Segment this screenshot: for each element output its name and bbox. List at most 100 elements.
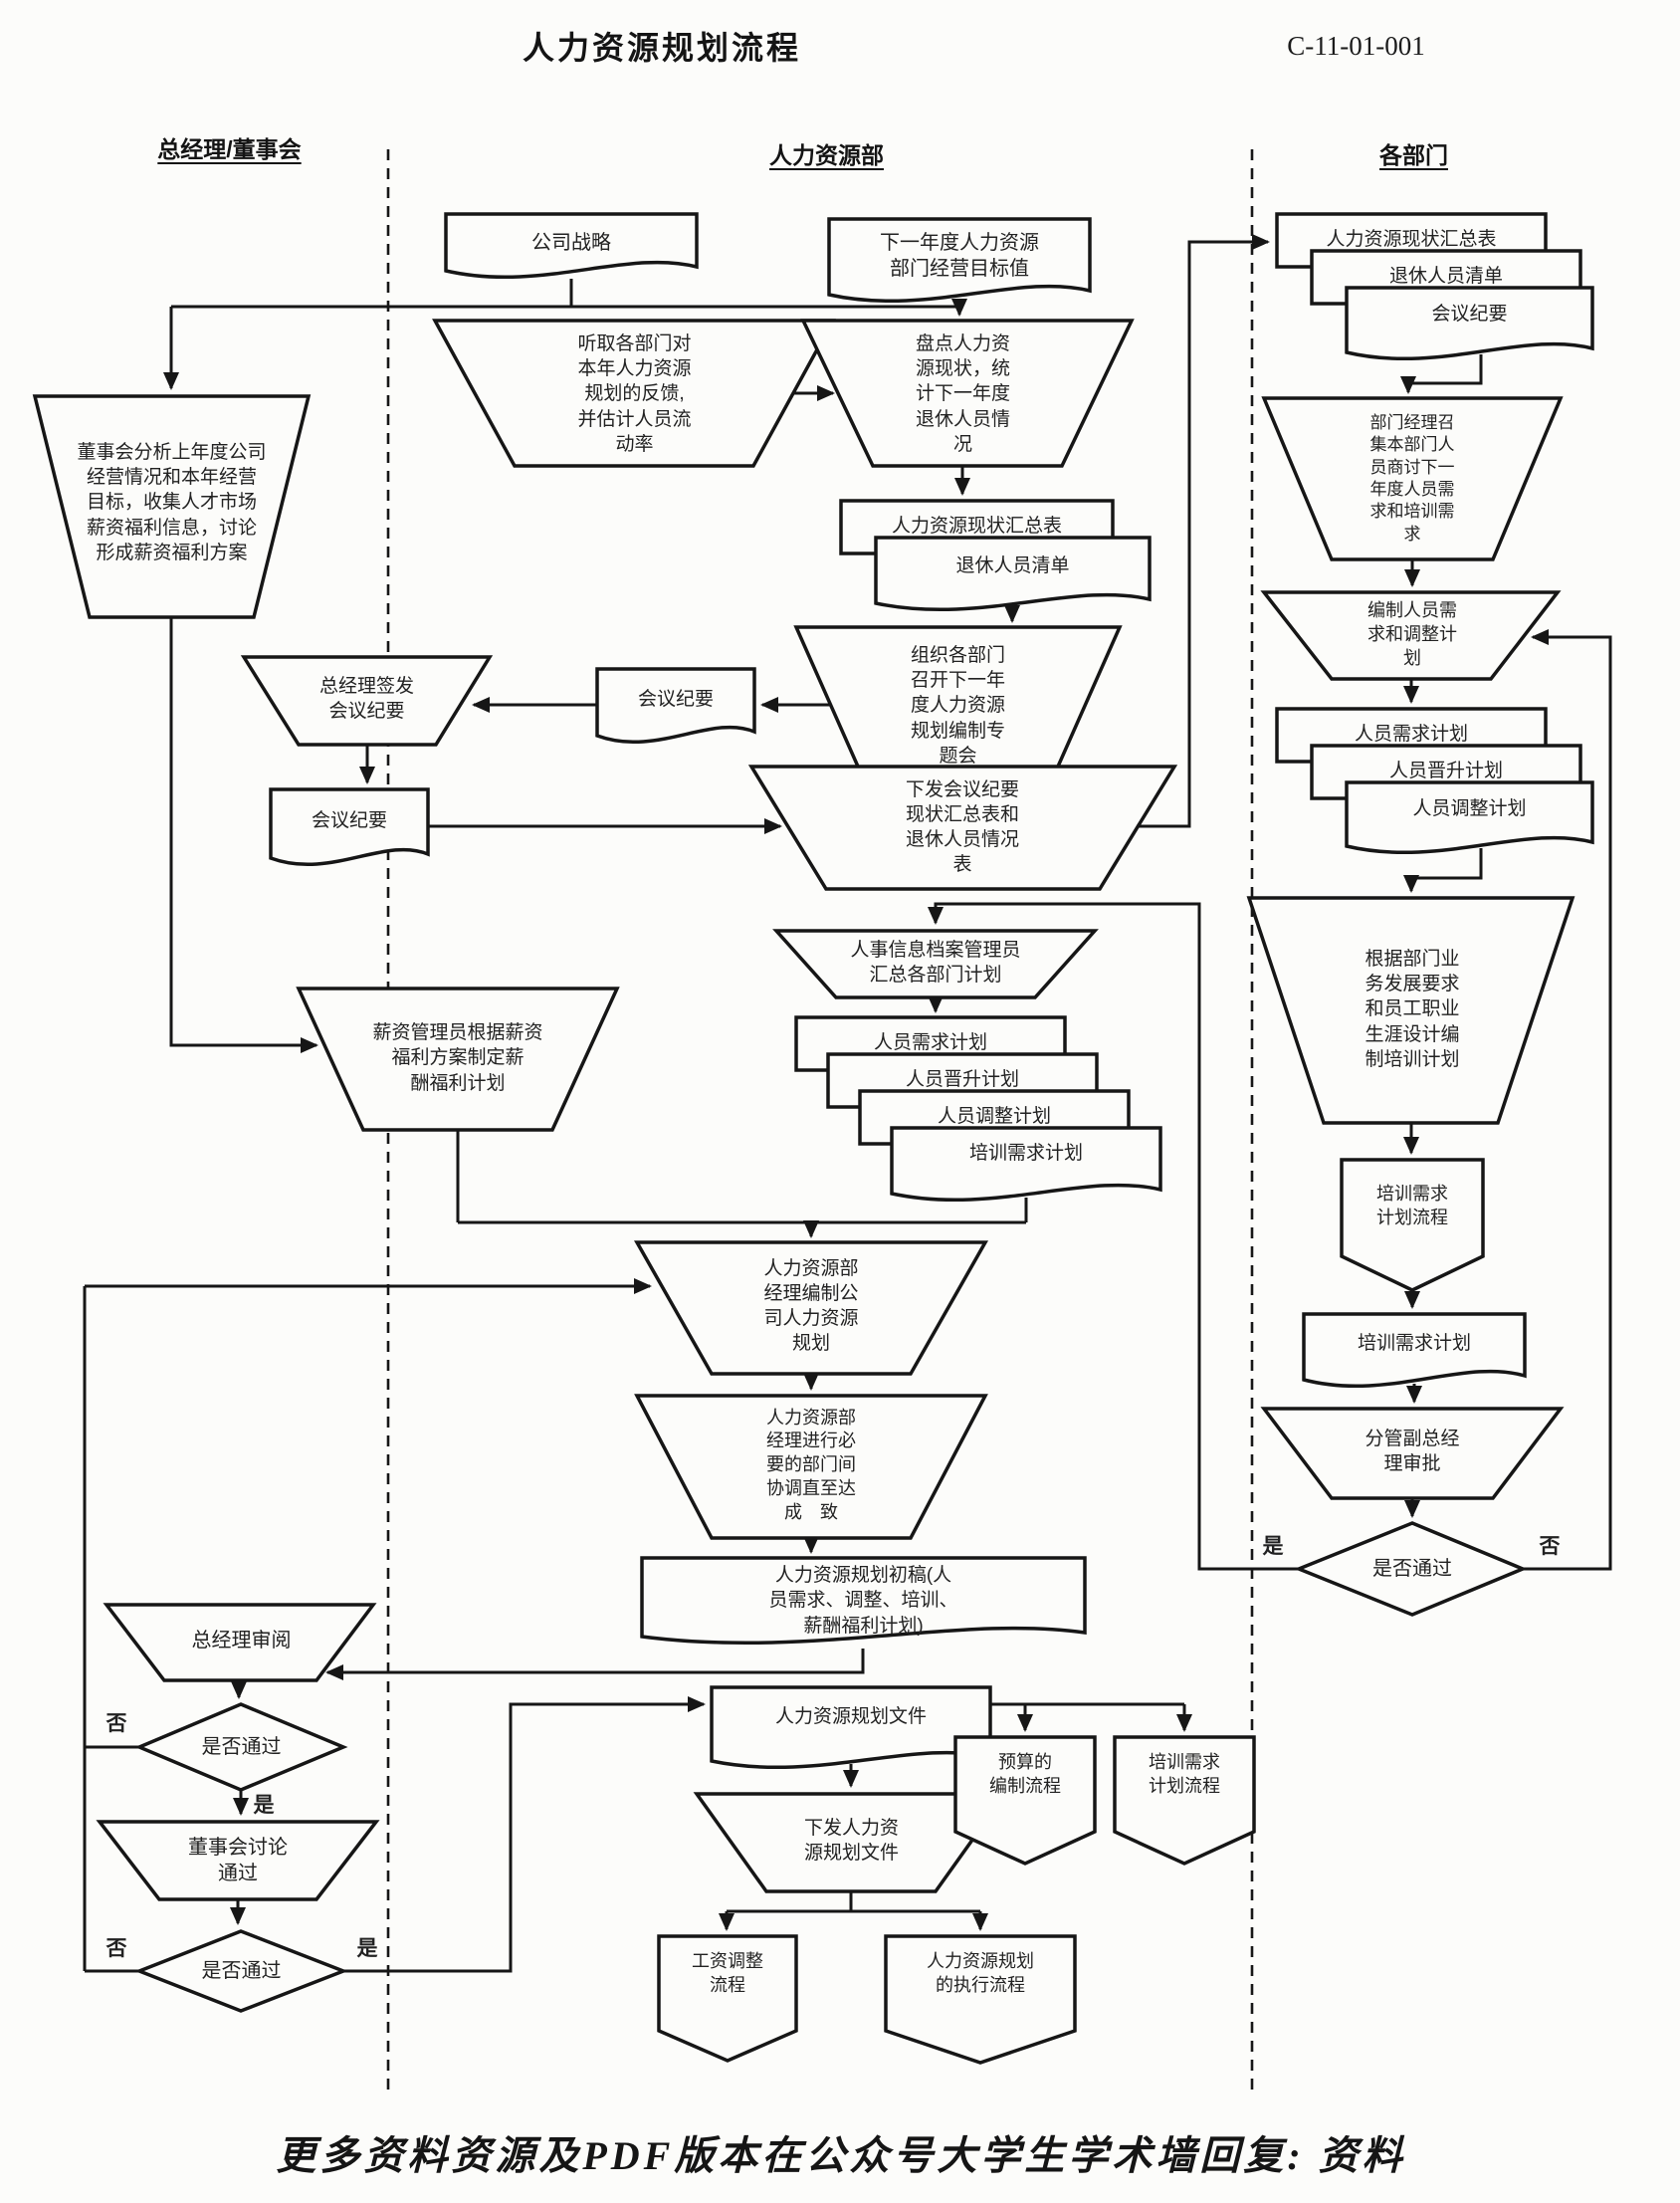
next-year-target-label: 下一年度人力资源 部门经营目标值 — [880, 231, 1039, 280]
hr-status-table2-label: 人力资源现状汇总表 — [1326, 229, 1497, 251]
lane-header-departments: 各部门 — [1379, 141, 1448, 168]
board-analysis-shape — [32, 394, 312, 619]
minutes2-label: 会议纪要 — [311, 810, 387, 832]
connector-deptdocs-discuss — [1400, 354, 1483, 394]
dept-training-plan-label: 根据部门业 务发展要求 和员工职业 生涯设计编 制培训计划 — [1365, 949, 1460, 1070]
connector-distribute-dept-docs — [1138, 234, 1270, 828]
retiree-list1-label: 退休人员清单 — [955, 555, 1070, 577]
minutes1-label: 会议纪要 — [637, 689, 714, 711]
compile-demand-adjust-label: 编制人员需 求和调整计 划 — [1367, 600, 1457, 668]
pass2-no-label: 否 — [105, 1937, 127, 1961]
salary-adjust-process-shape — [657, 1934, 798, 2063]
hr-manager-coordinate-label: 人力资源部 经理进行必 要的部门间 协调直至达 成 致 — [766, 1407, 856, 1522]
adjustment-plan-r-doc — [1345, 780, 1594, 854]
training-process-right-shape — [1340, 1158, 1485, 1292]
training-process-mid-shape — [1113, 1735, 1256, 1866]
connector-pass2-yes-document — [343, 1696, 706, 1973]
distribute-minutes-label: 下发会议纪要 现状汇总表和 退休人员情况 表 — [905, 778, 1019, 876]
pass2-yes-label: 是 — [356, 1937, 378, 1961]
lane-header-gm-board: 总经理/董事会 — [157, 135, 302, 162]
training-process-mid-label: 培训需求 计划流程 — [1149, 1752, 1220, 1796]
dept-manager-discuss-shape — [1261, 396, 1564, 561]
archivist-label: 人事信息档案管理员 汇总各部门计划 — [850, 939, 1021, 986]
inventory-status-shape — [800, 319, 1135, 468]
page-title: 人力资源规划流程 — [522, 29, 801, 66]
training-process-right-label: 培训需求 计划流程 — [1376, 1184, 1448, 1227]
minutes3-doc — [1345, 286, 1594, 360]
gm-review-shape — [103, 1603, 377, 1682]
connectors — [83, 234, 1612, 1973]
issue-plan-label: 下发人力资 源规划文件 — [803, 1817, 899, 1864]
training-demand-doc-shape — [1302, 1312, 1527, 1389]
execution-process-label: 人力资源规划 的执行流程 — [927, 1951, 1034, 1995]
minutes3-label: 会议纪要 — [1431, 304, 1508, 326]
retiree-list1-doc — [874, 536, 1152, 612]
document-code: C-11-01-001 — [1287, 31, 1425, 62]
hr-plan-document-label: 人力资源规划文件 — [774, 1706, 927, 1728]
pass3-label: 是否通过 — [1372, 1557, 1452, 1580]
footer-banner: 更多资料资源及PDF版本在公众号大学生学术墙回复: 资料 — [276, 2132, 1406, 2178]
connector-pass3-no-loop — [1523, 629, 1612, 1571]
budget-process-label: 预算的 编制流程 — [989, 1752, 1061, 1796]
listen-feedback-shape — [432, 319, 836, 468]
distribute-minutes-shape — [747, 765, 1178, 891]
compile-demand-adjust-shape — [1260, 590, 1562, 681]
next-year-target-doc — [827, 217, 1092, 303]
board-discuss-shape — [96, 1820, 380, 1901]
issue-plan-shape — [693, 1792, 1009, 1893]
company-strategy-doc — [444, 212, 699, 279]
hr-manager-coordinate-shape — [634, 1394, 988, 1540]
salary-admin-shape — [296, 987, 620, 1132]
execution-process-shape — [884, 1934, 1077, 2065]
connector-plans-trainingtrapezoid — [1403, 848, 1483, 893]
pass2-diamond — [134, 1929, 348, 2013]
connector-draft-review — [325, 1649, 865, 1680]
deputy-gm-approve-shape — [1260, 1407, 1565, 1500]
demand-plan-r-label: 人员需求计划 — [1354, 724, 1468, 746]
inventory-status-label: 盘点人力资 源现状，统 计下一年度 退休人员情 况 — [915, 333, 1010, 455]
adjustment-plan-m-label: 人员调整计划 — [937, 1106, 1051, 1128]
pass1-no-label: 否 — [105, 1712, 127, 1736]
budget-process-shape — [953, 1735, 1097, 1866]
deputy-gm-approve-label: 分管副总经 理审批 — [1365, 1428, 1460, 1474]
organize-meeting-label: 组织各部门 召开下一年 度人力资源 规划编制专 题会 — [910, 645, 1005, 767]
hr-manager-compile-shape — [633, 1240, 989, 1376]
connector-board-salary — [169, 617, 318, 1053]
hr-plan-draft-doc — [640, 1556, 1087, 1646]
board-discuss-label: 董事会讨论 通过 — [188, 1836, 288, 1884]
salary-adjust-process-label: 工资调整 流程 — [692, 1951, 763, 1995]
listen-feedback-label: 听取各部门对 本年人力资源 规划的反馈, 并估计人员流 动率 — [577, 333, 692, 455]
minutes2-doc — [269, 787, 430, 867]
connector-pass3-yes-archivist — [928, 902, 1299, 1571]
training-demand-plan-m-doc — [890, 1126, 1162, 1202]
pass3-no-label: 否 — [1539, 1535, 1561, 1559]
promotion-plan-r-label: 人员晋升计划 — [1388, 761, 1503, 782]
dept-manager-discuss-label: 部门经理召 集本部门人 员商讨下一 年度人员需 求和培训需 求 — [1369, 412, 1455, 544]
pass1-yes-label: 是 — [253, 1794, 275, 1818]
lane-header-hr-dept: 人力资源部 — [769, 141, 884, 168]
company-strategy-label: 公司战略 — [531, 231, 611, 254]
promotion-plan-m-label: 人员晋升计划 — [905, 1069, 1019, 1091]
pass2-label: 是否通过 — [201, 1959, 282, 1982]
gm-sign-label: 总经理签发 会议纪要 — [318, 675, 414, 722]
retiree-list2-label: 退休人员清单 — [1388, 266, 1503, 288]
dept-training-plan-shape — [1246, 896, 1575, 1125]
hr-plan-draft-label: 人力资源规划初稿(人 员需求、调整、培训、 薪酬福利计划) — [768, 1565, 958, 1637]
pass1-diamond — [134, 1702, 348, 1792]
hr-manager-compile-label: 人力资源部 经理编制公 司人力资源 规划 — [763, 1257, 859, 1355]
archivist-shape — [772, 929, 1099, 999]
demand-plan-m-label: 人员需求计划 — [873, 1032, 987, 1054]
gm-sign-shape — [240, 655, 494, 747]
hr-status-table1-label: 人力资源现状汇总表 — [891, 516, 1062, 538]
training-demand-doc-label: 培训需求计划 — [1357, 1333, 1471, 1355]
training-demand-plan-m-label: 培训需求计划 — [968, 1143, 1083, 1165]
board-analysis-label: 董事会分析上年度公司 经营情况和本年经营 目标，收集人才市场 薪资福利信息，讨论… — [77, 442, 267, 563]
gm-review-label: 总经理审阅 — [191, 1629, 292, 1652]
salary-admin-label: 薪资管理员根据薪资 福利方案制定薪 酬福利计划 — [372, 1022, 543, 1094]
pass3-diamond — [1294, 1521, 1528, 1617]
adjustment-plan-r-label: 人员调整计划 — [1412, 798, 1527, 820]
minutes1-doc — [595, 667, 756, 745]
pass1-label: 是否通过 — [201, 1735, 282, 1758]
